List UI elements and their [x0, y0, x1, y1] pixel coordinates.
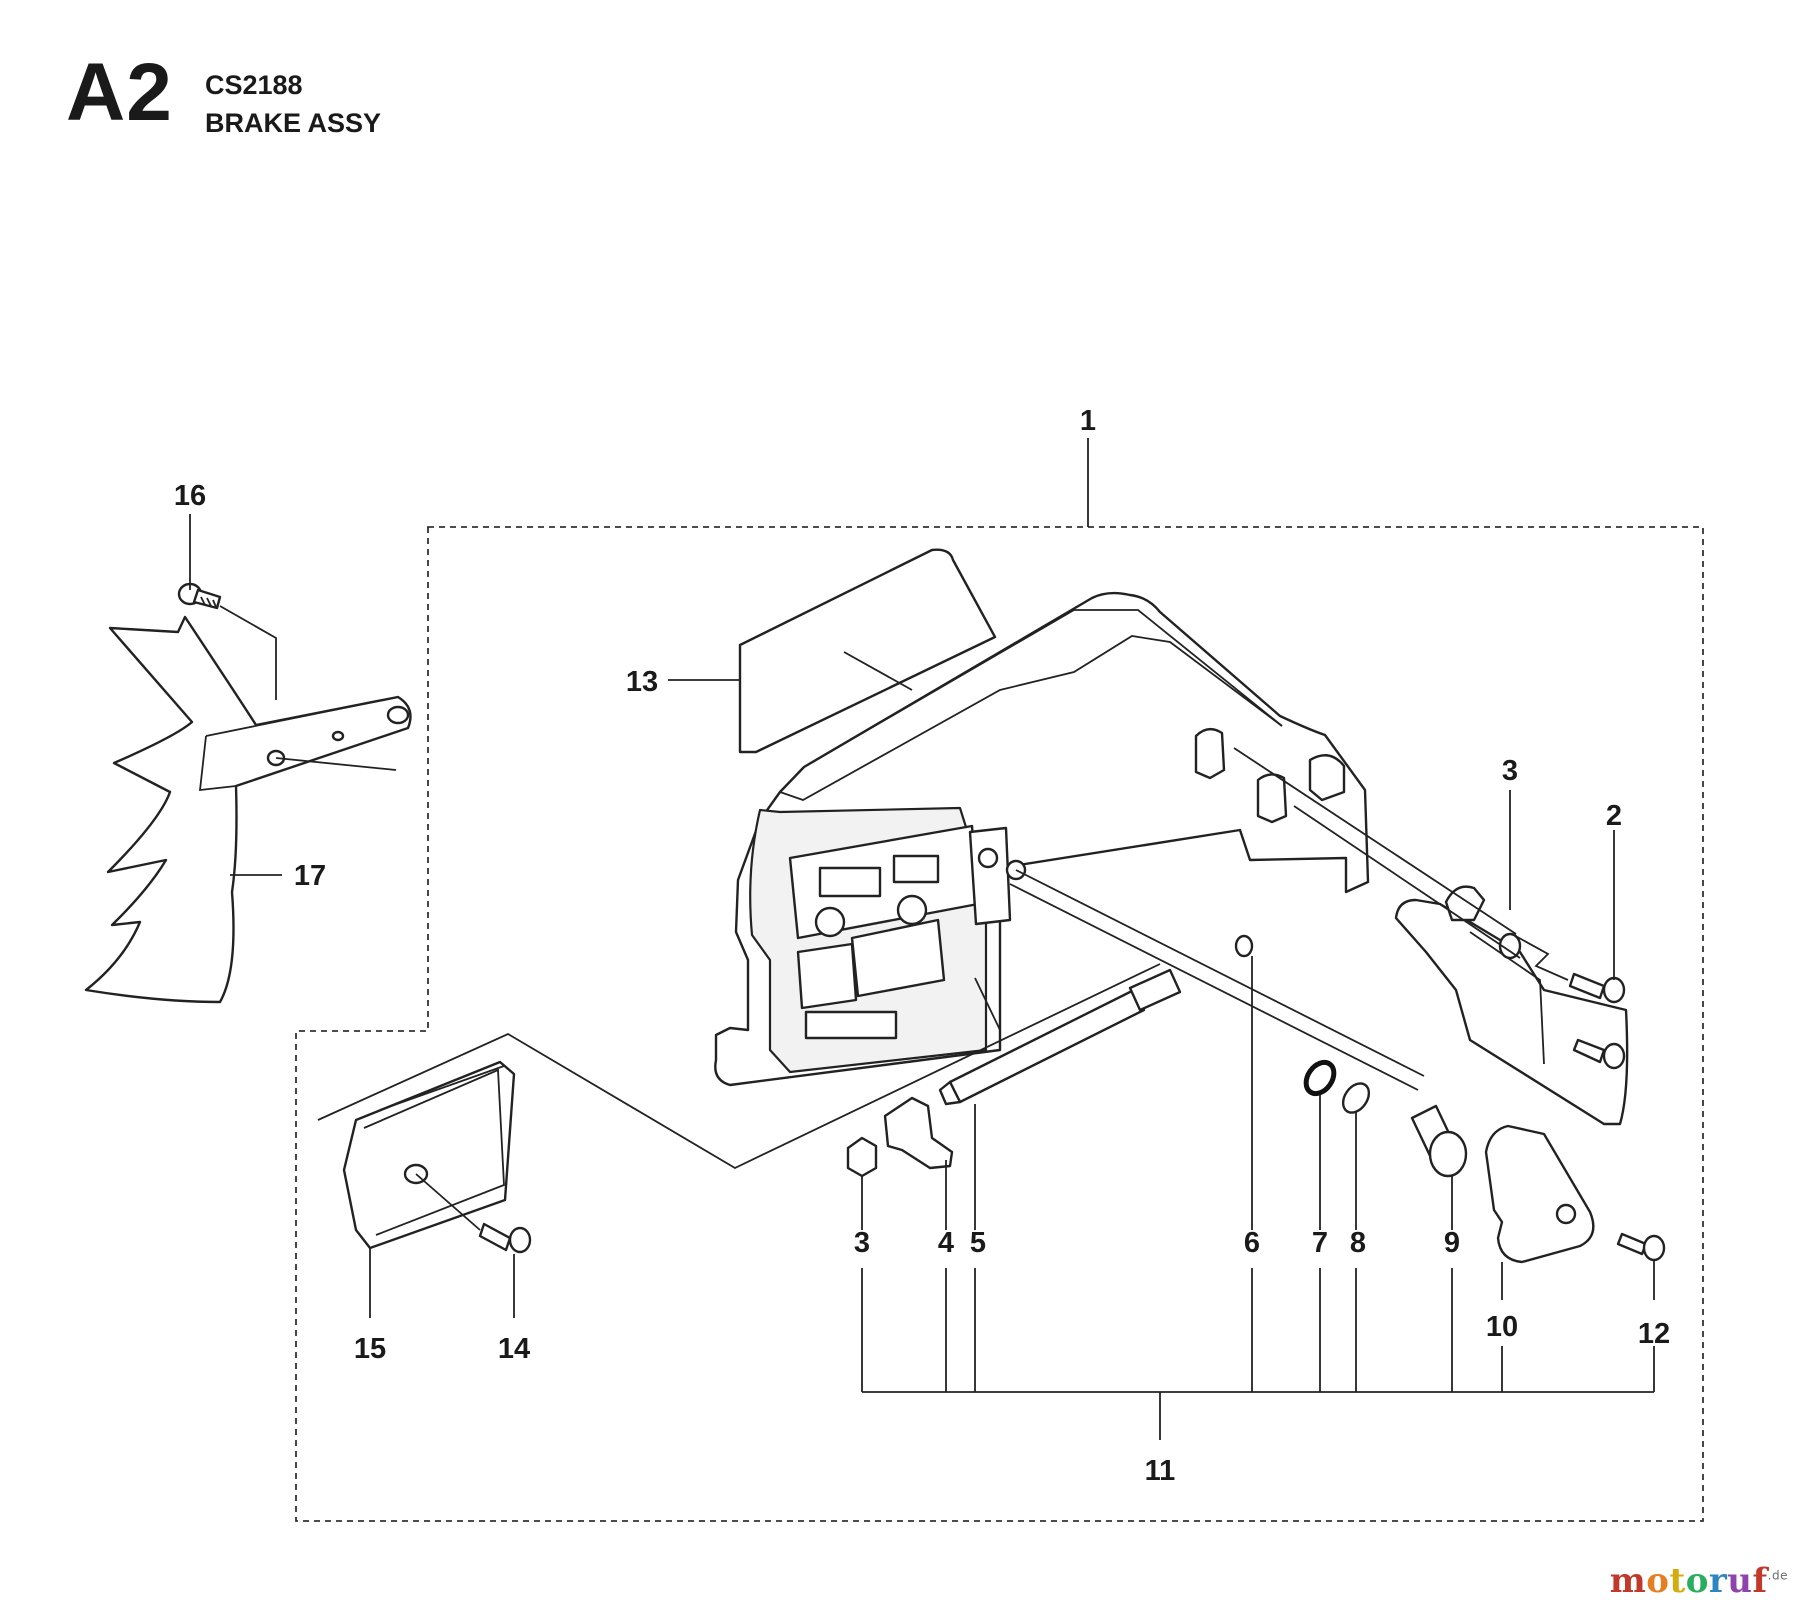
callout-12: 12 [1638, 1318, 1670, 1350]
callout-17: 17 [294, 860, 326, 892]
leader-housing [317, 963, 1161, 1170]
callout-15: 15 [354, 1333, 386, 1365]
wm-letter-r: r [1708, 1561, 1728, 1601]
callout-8: 8 [1350, 1227, 1366, 1259]
washer-6 [1234, 934, 1254, 958]
brake-lever-10 [1484, 1124, 1595, 1264]
diagram-title: BRAKE ASSY [205, 108, 382, 138]
wm-letter-f: f [1752, 1561, 1768, 1601]
leader-lines [189, 438, 1655, 1440]
wm-letter-m: m [1609, 1561, 1647, 1601]
brake-housing-part [714, 591, 1370, 1087]
chain-catcher-15 [342, 1060, 516, 1250]
assembly-boundary [295, 526, 1704, 1522]
brake-rod [1009, 869, 1425, 1091]
callout-14: 14 [498, 1333, 530, 1365]
wm-suffix: .de [1767, 1568, 1788, 1583]
latch-bracket [1394, 885, 1629, 1126]
callout-2: 2 [1606, 800, 1622, 832]
wm-letter-o1: o [1646, 1561, 1670, 1601]
callout-11: 11 [1145, 1455, 1176, 1487]
link-piece-4 [883, 1096, 954, 1170]
o-ring-7 [1303, 1059, 1337, 1097]
watermark-logo: motoruf.de [1610, 1561, 1788, 1601]
decal-13 [738, 548, 997, 754]
callout-13: 13 [626, 666, 658, 698]
bushing-3 [846, 1136, 878, 1178]
section-code: A2 [66, 47, 173, 138]
callout-3-upper: 3 [1502, 755, 1518, 787]
hand-guard-part [84, 615, 412, 1004]
callout-1: 1 [1080, 405, 1096, 437]
callout-3-lower: 3 [854, 1227, 870, 1259]
wm-letter-t: t [1669, 1561, 1686, 1601]
callout-9: 9 [1444, 1227, 1460, 1259]
callout-numbers: 1 2 3 3 4 5 6 7 8 9 10 11 12 13 14 15 16… [174, 405, 1670, 1487]
wm-letter-u: u [1727, 1561, 1753, 1601]
spring-rod-5 [938, 968, 1182, 1106]
screw-14 [415, 1173, 532, 1254]
screw-12 [1616, 1232, 1666, 1262]
callout-6: 6 [1244, 1227, 1260, 1259]
wm-letter-o2: o [1685, 1561, 1709, 1601]
screw-16 [177, 582, 222, 610]
callout-5: 5 [970, 1227, 986, 1259]
callout-16: 16 [174, 480, 206, 512]
callout-7: 7 [1312, 1227, 1328, 1259]
callout-10: 10 [1486, 1311, 1518, 1343]
screw-2 [1511, 933, 1626, 1070]
model-number: CS2188 [205, 70, 303, 100]
washer-8 [1341, 1082, 1371, 1114]
callout-4: 4 [938, 1227, 954, 1259]
bushing-9 [1410, 1104, 1468, 1178]
